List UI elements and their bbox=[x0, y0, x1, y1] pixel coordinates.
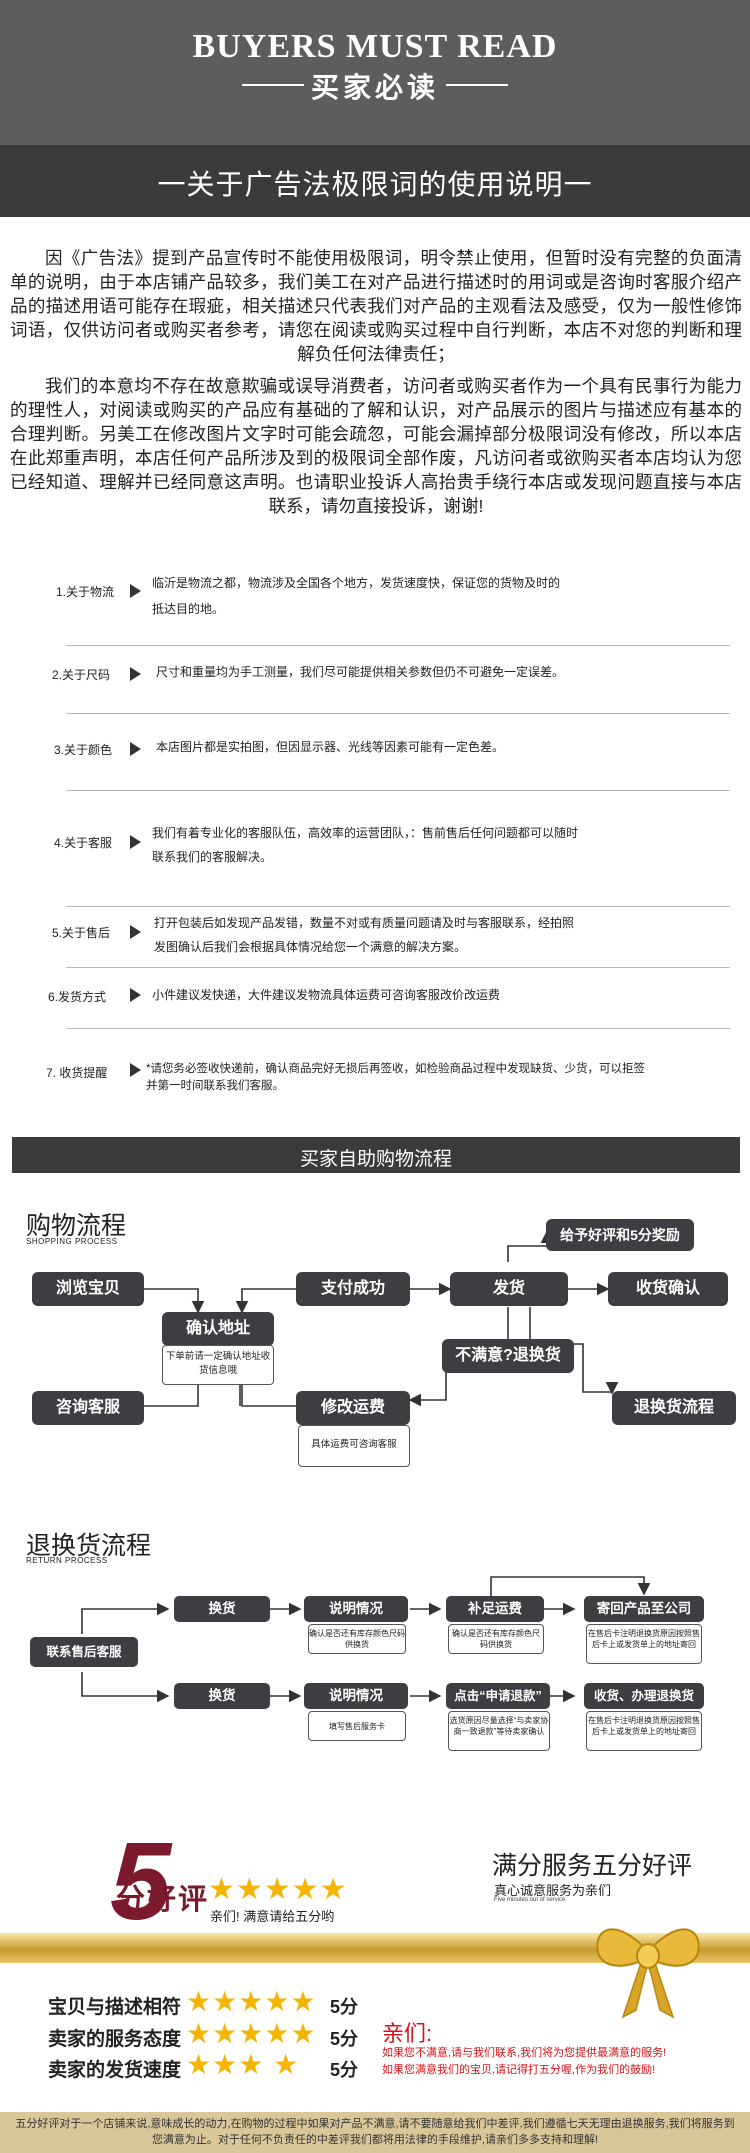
rating-label-shipping: 卖家的发货速度 bbox=[48, 2060, 182, 2081]
header-title-cn: 买家必读 bbox=[310, 72, 439, 103]
step-consult: 咨询客服 bbox=[32, 1391, 144, 1425]
notice-text-aftersale-2: 发图确认后我们会根据具体情况给您一个满意的解决方案。 bbox=[154, 940, 467, 954]
notice-label-aftersale: 5.关于售后 bbox=[52, 926, 111, 940]
rating-score-service: 5分 bbox=[330, 2029, 359, 2049]
notice-text-receipt-1: *请您务必签收快递前，确认商品完好无损后再签收，如检验商品过程中发现缺货、少货，… bbox=[146, 1063, 645, 1075]
notice-label-color: 3.关于颜色 bbox=[54, 743, 113, 757]
notice-divider bbox=[66, 906, 730, 907]
slogan-en: Five minutes out of service bbox=[494, 1897, 566, 1903]
step-pay: 支付成功 bbox=[296, 1272, 410, 1306]
satisfied-message: 如果您满意我们的宝贝,请记得打五分喔,作为我们的鼓励! bbox=[382, 2064, 656, 2076]
gold-bow-icon bbox=[596, 1928, 700, 2019]
step-contact-aftersale: 联系售后客服 bbox=[30, 1637, 138, 1667]
step-send-back: 寄回产品至公司 bbox=[584, 1596, 704, 1622]
selfhelp-title: 买家自助购物流程 bbox=[299, 1149, 452, 1170]
notice-text-size: 尺寸和重量均为手工测量，我们尽可能提供相关参数但仍不可避免一定误差。 bbox=[156, 665, 565, 679]
notice-label-size: 2.关于尺码 bbox=[52, 668, 111, 682]
notice-divider bbox=[66, 967, 730, 968]
notice-divider bbox=[66, 713, 730, 714]
step-receive: 收货确认 bbox=[608, 1272, 728, 1306]
notice-divider bbox=[66, 645, 730, 646]
rating-stars-description: ★★★★★ bbox=[186, 1986, 317, 2017]
step-exchange-1: 换货 bbox=[174, 1596, 270, 1622]
notice-label-receipt: 7. 收货提醒 bbox=[46, 1066, 108, 1080]
note-refund: 在售后卡注明退换货原因按照售后卡上或发货单上的地址寄回 bbox=[586, 1711, 702, 1751]
notice-label-service: 4.关于客服 bbox=[54, 836, 113, 850]
return-subtitle: RETURN PROCESS bbox=[26, 1556, 108, 1565]
header-title-en: BUYERS MUST READ bbox=[192, 28, 558, 65]
slogan-subtitle: 真心诚意服务为亲们 bbox=[494, 1883, 612, 1898]
step-return-flow: 退换货流程 bbox=[612, 1391, 736, 1425]
header-divider-right bbox=[446, 84, 508, 86]
note-pay-shipping: 确认是否还有库存颜色尺码供换货 bbox=[448, 1624, 544, 1654]
notice-text-logistics-1: 临沂是物流之都，物流涉及全国各个地方，发货速度快，保证您的货物及时的 bbox=[152, 576, 561, 590]
notice-text-logistics-2: 抵达目的地。 bbox=[152, 602, 225, 616]
note-send-back: 在售后卡注明退换货原因按照售后卡上或发货单上的地址寄回 bbox=[586, 1624, 702, 1664]
notice-text-color: 本店图片都是实拍图，但因显示器、光线等因素可能有一定色差。 bbox=[156, 740, 505, 754]
step-modify-fee: 修改运费 bbox=[296, 1391, 410, 1425]
notice-text-aftersale-1: 打开包装后如发现产品发错，数量不对或有质量问题请及时与客服联系，经拍照 bbox=[154, 916, 575, 930]
step-confirm-address: 确认地址 bbox=[162, 1312, 274, 1346]
good-rating-logo: 分好评 bbox=[116, 1884, 210, 1916]
selfhelp-bar: 买家自助购物流程 bbox=[12, 1137, 740, 1173]
arrow-right-icon bbox=[130, 742, 141, 756]
subtitle-banner: 一关于广告法极限词的使用说明一 bbox=[0, 145, 750, 217]
header-banner: BUYERS MUST READ 买家必读 bbox=[0, 0, 750, 145]
rating-stars-service: ★★★★★ bbox=[186, 2018, 317, 2049]
header-divider-left bbox=[242, 84, 304, 86]
subtitle-text: 一关于广告法极限词的使用说明一 bbox=[157, 169, 593, 200]
note-explain-1: 确认是否还有库存颜色尺码供换货 bbox=[308, 1624, 406, 1654]
note-fee: 具体运费可咨询客服 bbox=[298, 1425, 410, 1467]
step-unsatisfied: 不满意?退换货 bbox=[442, 1339, 574, 1373]
footer-text: 五分好评对于一个店铺来说,意味成长的动力,在购物的过程中如果对产品不满意,请不要… bbox=[15, 2118, 735, 2146]
arrow-right-icon bbox=[130, 584, 141, 598]
step-apply-refund: 点击“申请退款” bbox=[446, 1683, 550, 1709]
rating-score-shipping: 5分 bbox=[330, 2060, 359, 2080]
star-rating-icon: ★★★★★ bbox=[208, 1873, 348, 1906]
note-apply-refund: 选货原因尽量选择“与卖家协商一致退款”等待卖家确认 bbox=[448, 1711, 550, 1751]
intro-paragraph-1: 因《广告法》提到产品宣传时不能使用极限词，明令禁止使用，但暂时没有完整的负面清单… bbox=[10, 248, 742, 364]
step-browse: 浏览宝贝 bbox=[32, 1272, 144, 1306]
step-exchange-2: 换货 bbox=[174, 1683, 270, 1709]
shopping-subtitle: SHOPPING PROCESS bbox=[26, 1237, 118, 1246]
notice-text-shipping: 小件建议发快递，大件建议发物流具体运费可咨询客服改价改运费 bbox=[152, 988, 501, 1002]
arrow-right-icon bbox=[130, 835, 141, 849]
notice-text-receipt-2: 并第一时间联系我们客服。 bbox=[146, 1080, 284, 1092]
step-pay-shipping: 补足运费 bbox=[446, 1596, 544, 1622]
arrow-right-icon bbox=[130, 988, 141, 1002]
notice-text-service-1: 我们有着专业化的客服队伍，高效率的运营团队，：售前售后任何问题都可以随时 bbox=[152, 826, 579, 840]
notice-label-logistics: 1.关于物流 bbox=[56, 585, 115, 599]
notice-label-shipping: 6.发货方式 bbox=[48, 990, 107, 1004]
note-explain-2: 填写售后服务卡 bbox=[308, 1711, 406, 1741]
five-score-logo: 5 bbox=[110, 1820, 172, 1943]
rating-label-service: 卖家的服务态度 bbox=[48, 2029, 182, 2050]
step-explain-1: 说明情况 bbox=[304, 1596, 408, 1622]
arrow-right-icon bbox=[130, 925, 141, 939]
shopping-title: 购物流程 bbox=[26, 1212, 127, 1240]
notice-text-service-2: 联系我们的客服解决。 bbox=[152, 850, 273, 864]
dear-text: 亲们: bbox=[382, 2021, 433, 2046]
arrow-right-icon bbox=[130, 667, 141, 681]
notice-divider bbox=[66, 1028, 730, 1029]
slogan-title: 满分服务五分好评 bbox=[492, 1852, 693, 1880]
rating-score-description: 5分 bbox=[330, 1997, 359, 2017]
rating-stars-shipping: ★★★ ★ bbox=[186, 2049, 300, 2080]
step-ship: 发货 bbox=[450, 1272, 568, 1306]
dissatisfied-message: 如果您不满意,请与我们联系,我们将为您提供最满意的服务! bbox=[382, 2047, 667, 2059]
step-explain-2: 说明情况 bbox=[304, 1683, 408, 1709]
arrow-right-icon bbox=[130, 1063, 141, 1077]
footer-banner: 五分好评对于一个店铺来说,意味成长的动力,在购物的过程中如果对产品不满意,请不要… bbox=[0, 2112, 750, 2153]
rating-kind-text: 亲们! 满意请给五分哟 bbox=[210, 1909, 335, 1924]
note-confirm-address: 下单前请一定确认地址收货信息哦 bbox=[162, 1345, 274, 1385]
rating-label-description: 宝贝与描述相符 bbox=[48, 1997, 182, 2018]
intro-paragraph-2: 我们的本意均不存在故意欺骗或误导消费者，访问者或购买者作为一个具有民事行为能力的… bbox=[10, 376, 742, 516]
step-refund: 收货、办理退换货 bbox=[584, 1683, 704, 1709]
notice-divider bbox=[66, 790, 730, 791]
step-reward: 给予好评和5分奖励 bbox=[546, 1219, 694, 1251]
return-title: 退换货流程 bbox=[26, 1532, 152, 1560]
